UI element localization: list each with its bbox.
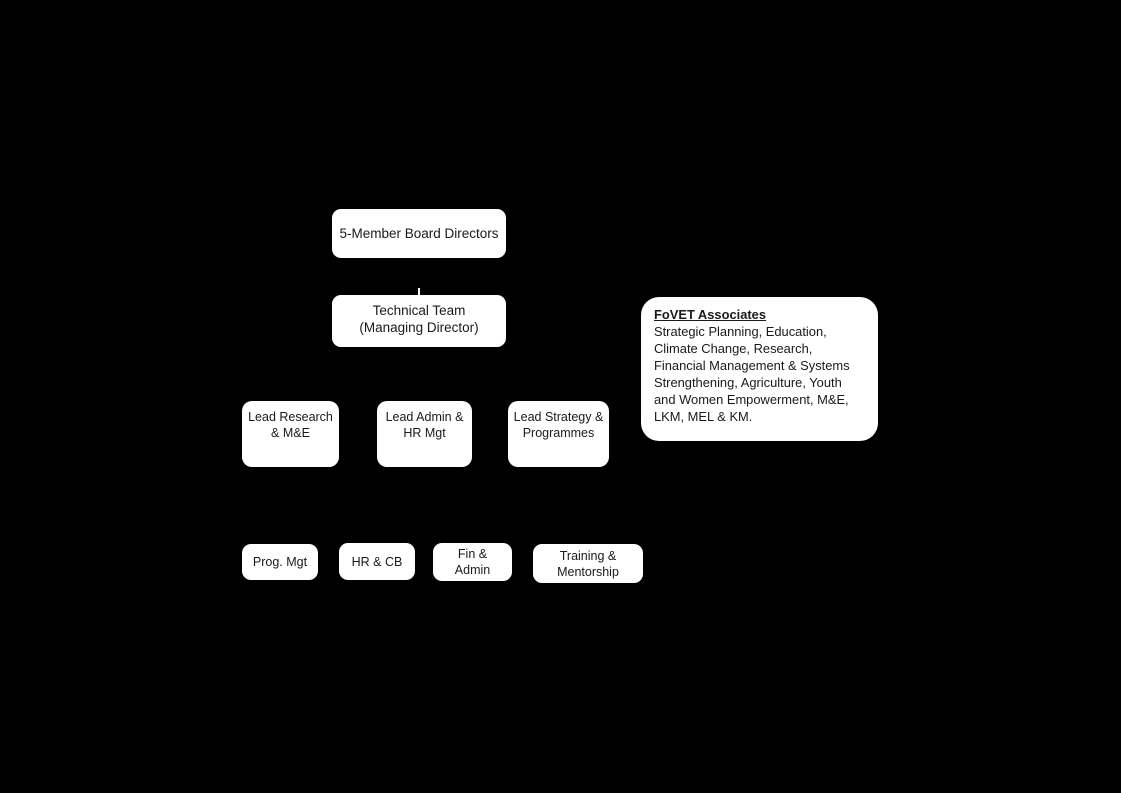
node-unit-prog-mgt[interactable]: Prog. Mgt [242,544,318,580]
node-lead-strategy-and-programmes[interactable]: Lead Strategy & Programmes [508,401,609,467]
node-unit-fin-and-admin[interactable]: Fin & Admin [433,543,512,581]
node-fovet-associates[interactable]: FoVET Associates Strategic Planning, Edu… [641,297,878,441]
connector-board-to-technical-team [418,288,420,298]
fovet-associates-title: FoVET Associates [654,307,766,322]
fovet-associates-description: Strategic Planning, Education, Climate C… [654,324,850,425]
node-board-directors[interactable]: 5-Member Board Directors [332,209,506,258]
node-unit-hr-and-cb[interactable]: HR & CB [339,543,415,580]
node-technical-team[interactable]: Technical Team (Managing Director) [332,295,506,347]
node-lead-admin-and-hr-mgt[interactable]: Lead Admin & HR Mgt [377,401,472,467]
node-unit-training-and-mentorship[interactable]: Training & Mentorship [533,544,643,583]
node-lead-research-and-me[interactable]: Lead Research & M&E [242,401,339,467]
